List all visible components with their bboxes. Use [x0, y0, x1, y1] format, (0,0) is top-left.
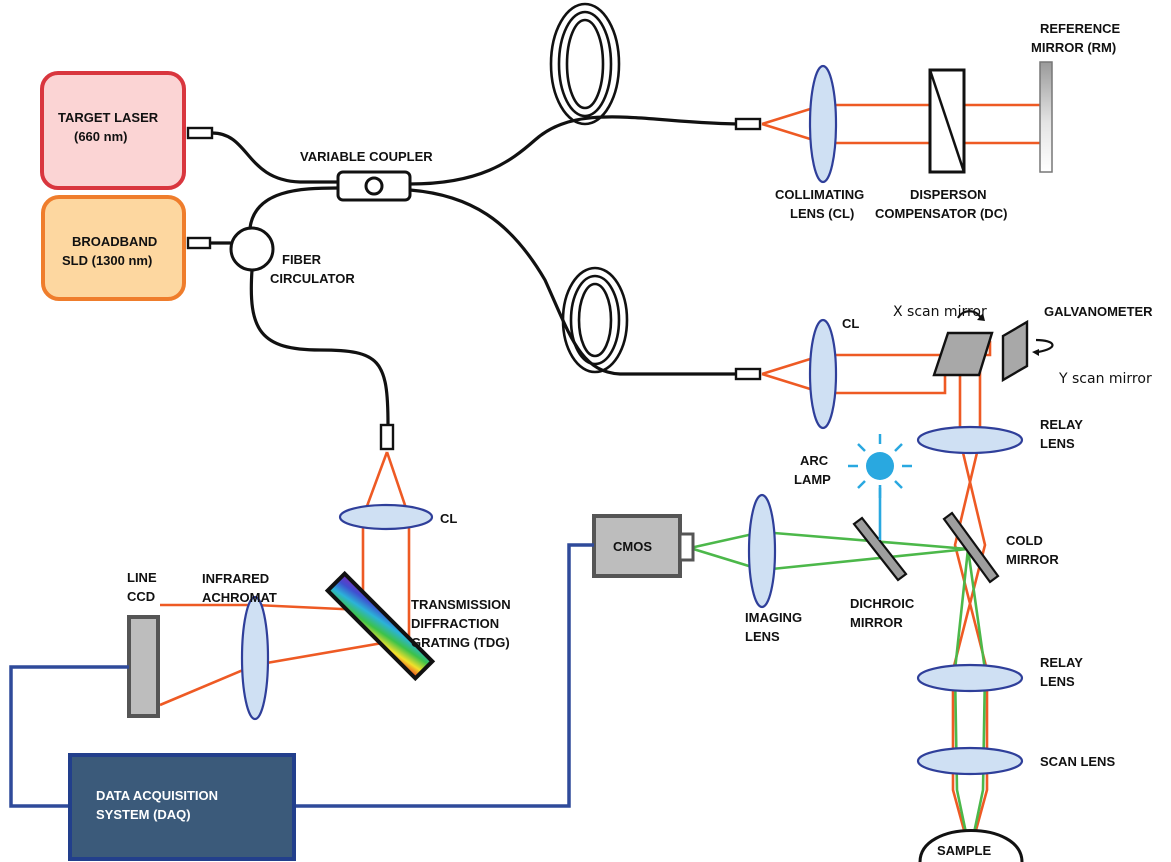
cold-mirror-label-2: MIRROR — [1006, 552, 1059, 567]
sld-label-1: BROADBAND — [72, 234, 157, 249]
imaging-lens-label-1: IMAGING — [745, 610, 802, 625]
arc-lamp-label-2: LAMP — [794, 472, 831, 487]
coupler-knob — [364, 176, 384, 196]
target-laser-box — [40, 71, 186, 190]
daq-box — [68, 753, 296, 861]
fiber-coupler-to-sample — [408, 188, 747, 376]
cold-mirror — [942, 511, 1000, 584]
sld-box — [41, 195, 186, 301]
reference-connector — [734, 117, 762, 131]
relay-lens-top-label-2: LENS — [1040, 436, 1075, 451]
cl-sample-label: CL — [842, 316, 859, 331]
cmos-lens-mount — [678, 532, 695, 562]
collimating-lens-label-1: COLLIMATING — [775, 187, 864, 202]
dispersion-compensator-label-1: DISPERSON — [910, 187, 987, 202]
variable-coupler-label: VARIABLE COUPLER — [300, 149, 433, 164]
vertical-visible-beam — [953, 548, 987, 853]
cmos-label: CMOS — [613, 539, 652, 554]
collimating-lens — [808, 64, 838, 184]
sample-arm: CL X scan mirror GALVANOMETER Y scan mir… — [734, 304, 1153, 862]
scan-lens — [916, 746, 1024, 776]
fiber-circulator: FIBER CIRCULATOR — [229, 226, 355, 286]
cl-spectrometer-label: CL — [440, 511, 457, 526]
sample-connector — [734, 367, 762, 381]
imaging-lens-label-2: LENS — [745, 629, 780, 644]
cmos-camera: CMOS — [592, 514, 695, 578]
broadband-sld: BROADBAND SLD (1300 nm) — [41, 195, 212, 301]
scan-lens-label: SCAN LENS — [1040, 754, 1115, 769]
fiber-circulator-to-spectrometer — [249, 268, 390, 427]
infrared-achromat-lens — [240, 595, 270, 721]
tdg-label-3: GRATING (TDG) — [411, 635, 510, 650]
dichroic-mirror-label-1: DICHROIC — [850, 596, 915, 611]
arc-lamp-label-1: ARC — [800, 453, 829, 468]
circulator-label-2: CIRCULATOR — [270, 271, 355, 286]
reference-mirror-label-2: MIRROR (RM) — [1031, 40, 1116, 55]
target-laser-connector — [186, 126, 214, 140]
circulator-circle — [229, 226, 275, 272]
relay-lens-top-label-1: RELAY — [1040, 417, 1083, 432]
line-ccd-label-1: LINE — [127, 570, 157, 585]
target-laser-label-1: TARGET LASER — [58, 110, 159, 125]
circulator-label-1: FIBER — [282, 252, 322, 267]
target-laser: TARGET LASER (660 nm) — [40, 71, 214, 190]
infrared-achromat-label-1: INFRARED — [202, 571, 269, 586]
arc-lamp-icon — [848, 434, 912, 498]
rotation-arrow-icon — [957, 310, 982, 319]
spectrometer: CL TRANSMISSION DIFFRACTION GRATING (TDG… — [127, 423, 511, 721]
fiber-coupler-to-reference — [408, 115, 747, 186]
rotation-arrow-icon — [1035, 338, 1054, 354]
sld-label-2: SLD (1300 nm) — [62, 253, 152, 268]
tdg-label-1: TRANSMISSION — [411, 597, 511, 612]
fiber-loop-sample — [561, 266, 629, 374]
infrared-achromat-label-2: ACHROMAT — [202, 590, 277, 605]
daq-label-1: DATA ACQUISITION — [96, 788, 218, 803]
y-scan-mirror — [1001, 319, 1029, 383]
dispersion-compensator — [928, 68, 966, 174]
dichroic-mirror — [852, 516, 908, 582]
daq-label-2: SYSTEM (DAQ) — [96, 807, 191, 822]
target-laser-label-2: (660 nm) — [74, 129, 127, 144]
dispersion-compensator-label-2: COMPENSATOR (DC) — [875, 206, 1007, 221]
imaging-path: COLD MIRROR DICHROIC MIRROR ARC LAMP IMA… — [592, 434, 1059, 644]
dichroic-mirror-label-2: MIRROR — [850, 615, 903, 630]
cl-sample-lens — [808, 318, 838, 430]
diffraction-grating-icon — [324, 570, 436, 682]
cold-mirror-label-1: COLD — [1006, 533, 1043, 548]
fiber-target-laser — [210, 131, 340, 184]
cable-cmos-to-daq — [294, 543, 594, 808]
cable-ccd-to-daq — [9, 665, 129, 808]
relay-lens-bottom-label-2: LENS — [1040, 674, 1075, 689]
spectrometer-connector — [379, 423, 395, 451]
imaging-lens — [747, 493, 777, 609]
rotation-arrowhead-y — [1032, 349, 1039, 356]
variable-coupler: VARIABLE COUPLER — [300, 149, 433, 202]
reference-mirror — [1039, 61, 1053, 173]
sld-connector — [186, 236, 212, 250]
tdg-label-2: DIFFRACTION — [411, 616, 499, 631]
line-ccd — [127, 615, 160, 718]
relay-lens-top — [916, 425, 1024, 455]
relay-lens-bottom-label-1: RELAY — [1040, 655, 1083, 670]
collimating-lens-label-2: LENS (CL) — [790, 206, 854, 221]
line-ccd-label-2: CCD — [127, 589, 155, 604]
rotation-arrowhead-x — [977, 313, 985, 321]
fiber-loop-reference — [549, 2, 621, 126]
imaging-beam — [689, 530, 969, 572]
reference-mirror-label-1: REFERENCE — [1040, 21, 1121, 36]
cl-spectrometer-lens — [338, 503, 434, 531]
x-scan-mirror — [932, 331, 994, 377]
x-scan-mirror-label: X scan mirror — [893, 304, 987, 320]
relay-lens-bottom — [916, 663, 1024, 693]
reference-beam — [761, 103, 1040, 145]
galvanometer-label: GALVANOMETER — [1044, 304, 1153, 319]
fiber-network — [208, 2, 747, 427]
sample-dome — [918, 829, 1024, 862]
fiber-circulator-to-coupler — [248, 186, 340, 230]
sample-label: SAMPLE — [937, 843, 992, 858]
reference-arm: COLLIMATING LENS (CL) DISPERSON COMPENSA… — [734, 21, 1121, 221]
data-acquisition: DATA ACQUISITION SYSTEM (DAQ) — [9, 543, 594, 861]
y-scan-mirror-label: Y scan mirror — [1058, 371, 1152, 387]
